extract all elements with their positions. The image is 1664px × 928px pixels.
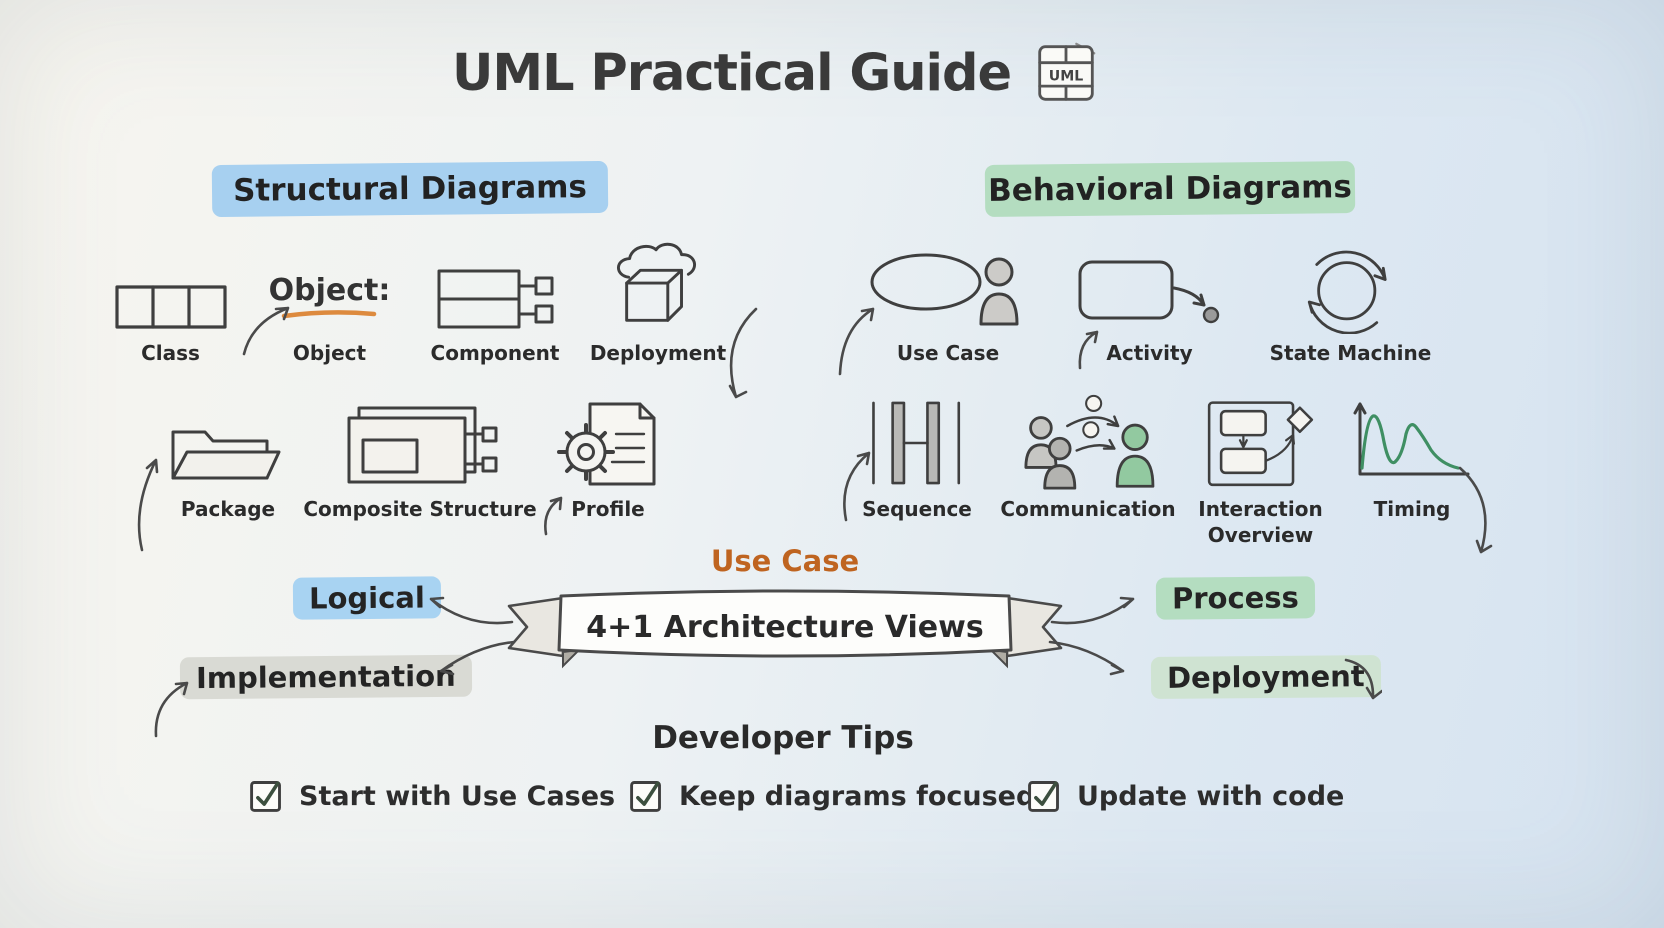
view-pill-process: Process <box>1155 576 1316 620</box>
diagram-item-activity: Activity <box>1072 240 1227 366</box>
state-machine-icon-box <box>1298 240 1403 334</box>
diagram-label-timing: Timing <box>1373 497 1451 521</box>
deployment-view-curl-arrow-icon <box>1344 658 1382 700</box>
view-pill-logical: Logical <box>292 576 441 620</box>
timing-icon-box <box>1346 396 1478 490</box>
activity-icon-box <box>1074 240 1226 334</box>
diagram-label-component: Component <box>430 341 560 365</box>
title-row: UML Practical Guide UML <box>452 42 1097 104</box>
sequence-pointer-arrow-icon <box>843 451 871 522</box>
arrow-to-implementation-icon <box>439 640 516 676</box>
diagram-label-composite-structure: Composite Structure <box>303 497 537 521</box>
use-case-pointer-arrow-icon <box>838 307 875 376</box>
interaction-overview-icon-box <box>1204 396 1317 490</box>
structural-section-heading: Structural Diagrams <box>211 160 609 218</box>
developer-tips-heading: Developer Tips <box>652 720 914 756</box>
ribbon-banner-icon <box>507 589 1063 669</box>
diagram-label-profile: Profile <box>571 497 645 521</box>
uml-badge-text: UML <box>1049 69 1083 85</box>
use-case-ellipse-actor-icon <box>870 253 1019 326</box>
deployment-curl-arrow-icon <box>728 307 758 399</box>
diagram-item-interaction-overview: Interaction Overview <box>1188 396 1333 548</box>
architecture-banner: 4+1 Architecture Views <box>505 580 1065 672</box>
diagram-label-communication: Communication <box>1000 497 1176 521</box>
sequence-lifelines-icon <box>872 401 961 485</box>
tip-item-2: Keep diagrams focused <box>628 776 1035 816</box>
sequence-icon-box <box>863 396 971 490</box>
diagram-item-package: Package <box>148 396 308 522</box>
diagram-item-component: Component <box>415 240 575 366</box>
diagram-item-communication: Communication <box>998 394 1178 522</box>
diagram-item-object: Object: Object <box>252 240 407 366</box>
object-icon-box: Object: <box>268 240 391 334</box>
component-icon-box <box>434 240 556 334</box>
arrow-to-deployment-icon <box>1048 640 1125 676</box>
package-icon-box <box>163 396 293 490</box>
communication-actors-icon <box>1024 394 1155 490</box>
object-icon-text: Object: <box>268 273 391 308</box>
checkbox-checked-icon <box>1028 781 1059 812</box>
diagram-label-package: Package <box>180 497 276 521</box>
page-title: UML Practical Guide <box>452 43 1012 103</box>
class-diagram-icon <box>114 285 227 329</box>
diagram-item-use-case: Use Case <box>858 240 1038 366</box>
timing-curl-arrow-icon <box>1458 466 1493 554</box>
timing-waveform-icon <box>1353 402 1470 476</box>
view-pill-implementation: Implementation <box>179 654 472 700</box>
diagram-item-composite-structure: Composite Structure <box>300 396 540 522</box>
composite-icon-box <box>341 396 499 490</box>
activity-rounded-rect-icon <box>1078 260 1219 324</box>
tip-item-3: Update with code <box>1026 776 1344 816</box>
behavioral-section-heading: Behavioral Diagrams <box>984 161 1356 217</box>
checkbox-checked-icon <box>630 781 661 812</box>
component-diagram-icon <box>437 269 554 329</box>
tip-item-1: Start with Use Cases <box>248 776 615 816</box>
diagram-label-object: Object <box>292 341 367 365</box>
state-machine-cycle-icon <box>1307 250 1387 334</box>
diagram-label-sequence: Sequence <box>862 497 972 521</box>
diagram-label-deployment: Deployment <box>589 341 727 365</box>
profile-pointer-arrow-icon <box>544 496 563 536</box>
use-case-view-label: Use Case <box>710 544 860 578</box>
diagram-item-profile: Profile <box>538 396 678 522</box>
activity-pointer-arrow-icon <box>1078 330 1099 370</box>
tip-label-3: Update with code <box>1077 780 1345 812</box>
deployment-diagram-icon <box>617 242 697 322</box>
diagram-label-use-case: Use Case <box>896 341 1000 365</box>
profile-gear-document-icon <box>557 402 656 486</box>
object-pointer-arrow-icon <box>242 306 290 356</box>
diagram-label-class: Class <box>141 341 200 365</box>
diagram-item-class: Class <box>98 240 243 366</box>
uml-logo-icon: UML <box>1038 42 1096 101</box>
checkbox-checked-icon <box>250 781 281 812</box>
diagram-item-timing: Timing <box>1342 396 1482 522</box>
tip-label-1: Start with Use Cases <box>299 780 616 812</box>
diagram-label-state-machine: State Machine <box>1269 341 1432 365</box>
profile-icon-box <box>554 396 662 490</box>
interaction-overview-icon <box>1207 401 1314 487</box>
diagram-item-state-machine: State Machine <box>1258 240 1443 366</box>
implementation-pointer-arrow-icon <box>154 681 189 738</box>
diagram-item-sequence: Sequence <box>842 396 992 522</box>
diagram-label-activity: Activity <box>1106 341 1193 365</box>
composite-structure-icon <box>347 406 498 484</box>
deployment-icon-box <box>602 240 714 334</box>
package-folder-icon <box>171 430 281 480</box>
diagram-item-deployment: Deployment <box>578 240 738 366</box>
arrow-to-process-icon <box>1050 596 1135 625</box>
architecture-banner-text: 4+1 Architecture Views <box>586 610 984 645</box>
communication-icon-box <box>1007 394 1169 490</box>
class-icon-box <box>112 240 230 334</box>
package-curl-arrow-icon <box>137 458 159 552</box>
use-case-icon-box <box>864 240 1032 334</box>
diagram-label-interaction-overview: Interaction Overview <box>1198 497 1323 547</box>
object-underline-icon: Object: <box>268 273 391 334</box>
orange-underline-icon <box>282 310 377 319</box>
arrow-to-logical-icon <box>429 596 514 625</box>
tip-label-2: Keep diagrams focused <box>679 780 1036 812</box>
